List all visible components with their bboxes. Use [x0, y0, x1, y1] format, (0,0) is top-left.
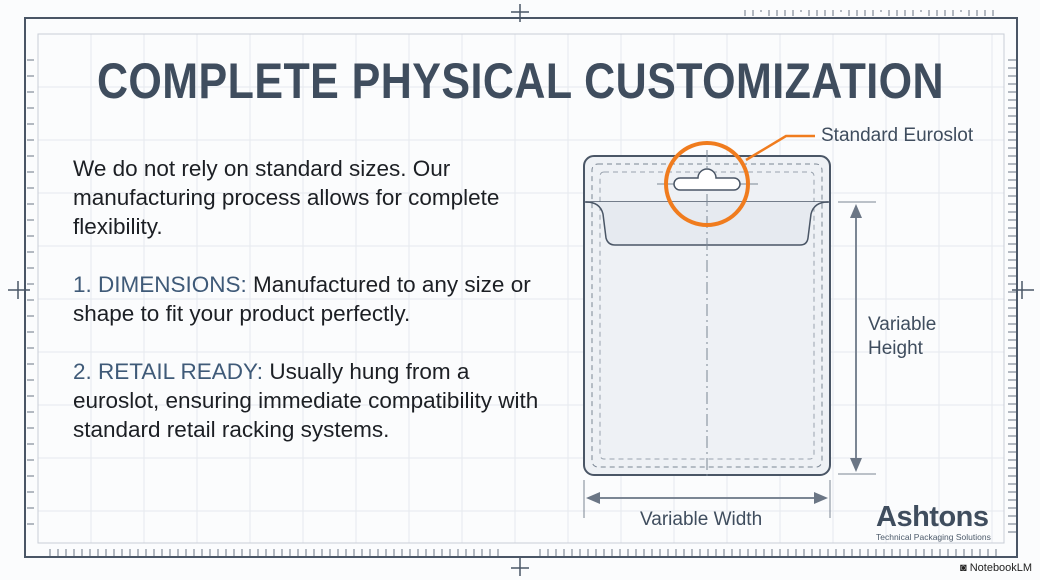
pouch-diagram — [583, 134, 876, 518]
point-text: Manufactured to any size or shape to fit… — [73, 272, 531, 326]
point-retail-ready: 2. RETAIL READY: Usually hung from a eur… — [73, 357, 543, 444]
notebooklm-watermark: ◙ NotebookLM — [960, 562, 1033, 574]
width-label: Variable Width — [640, 509, 763, 530]
height-label-line1: Variable — [868, 314, 937, 335]
intro-text: We do not rely on standard sizes. Our ma… — [73, 156, 500, 239]
watermark-text: NotebookLM — [969, 562, 1033, 574]
page-title: COMPLETE PHYSICAL CUSTOMIZATION — [0, 52, 1040, 110]
description: We do not rely on standard sizes. Our ma… — [73, 154, 543, 473]
euroslot-label: Standard Euroslot — [821, 125, 974, 146]
ashtons-logo: Ashtons Technical Packaging Solutions — [876, 502, 991, 542]
logo-name: Ashtons — [876, 501, 989, 533]
point-label: 1. DIMENSIONS: — [73, 272, 247, 297]
height-label-line2: Height — [868, 338, 923, 359]
page-title-text: COMPLETE PHYSICAL CUSTOMIZATION — [96, 53, 944, 109]
point-label: 2. RETAIL READY: — [73, 359, 264, 384]
crosshair-marks — [8, 4, 1034, 576]
euroslot-icon — [673, 168, 741, 191]
logo-tagline: Technical Packaging Solutions — [876, 532, 991, 542]
point-dimensions: 1. DIMENSIONS: Manufactured to any size … — [73, 270, 543, 328]
point-text: Usually hung from a euroslot, ensuring i… — [73, 359, 539, 442]
